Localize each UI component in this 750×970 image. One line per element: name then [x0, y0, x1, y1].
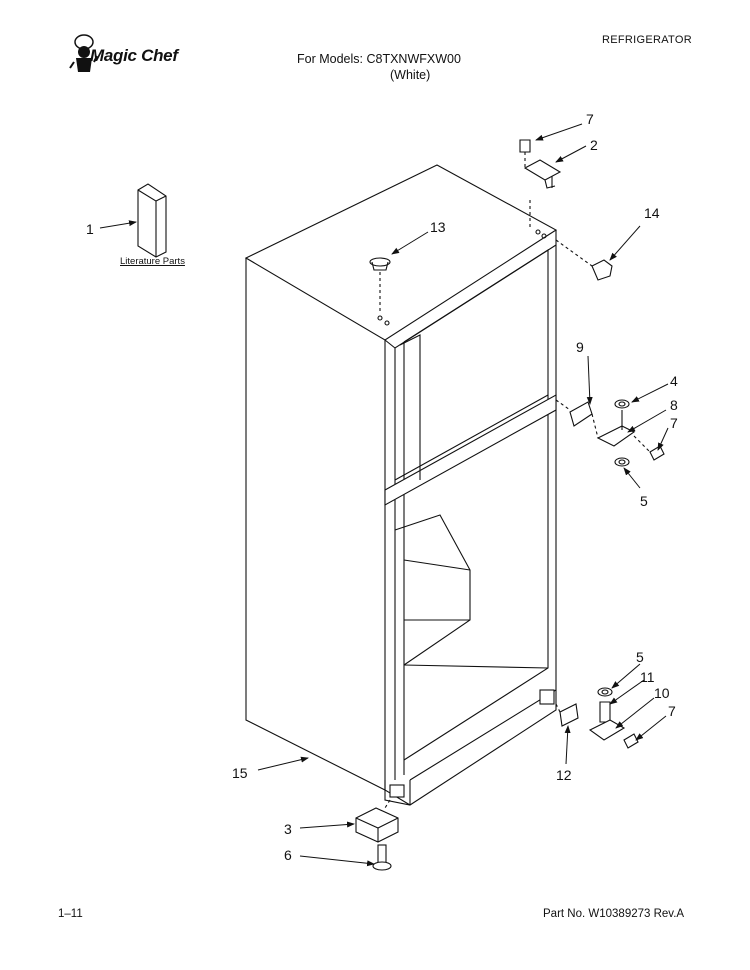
callout-leaders: [99, 123, 669, 867]
callout-2: 2: [590, 137, 598, 153]
callout-12: 12: [556, 767, 572, 783]
callout-13: 13: [430, 219, 446, 235]
callout-14: 14: [644, 205, 660, 221]
refrigerator-cabinet: [244, 164, 558, 806]
callout-5-middle: 5: [640, 493, 648, 509]
part-number: Part No. W10389273 Rev.A: [543, 908, 685, 920]
callout-11: 11: [640, 669, 655, 685]
leveling-leg: [355, 799, 399, 843]
page-number: 1–11: [58, 908, 83, 920]
hinge-cover: [555, 239, 613, 281]
callout-5-bottom: 5: [636, 649, 644, 665]
callout-7-top: 7: [586, 111, 594, 127]
top-hinge: [519, 139, 562, 228]
appliance-category: REFRIGERATOR: [602, 34, 692, 46]
bottom-hinge-assembly: [555, 687, 639, 749]
chef-mascot-icon: [69, 34, 98, 72]
leveling-foot: [372, 844, 392, 871]
callout-3: 3: [284, 821, 292, 837]
callout-7-bottom: 7: [668, 703, 676, 719]
center-hinge-assembly: [555, 399, 665, 467]
literature-parts-caption: Literature Parts: [120, 256, 185, 267]
callout-9: 9: [576, 339, 584, 355]
cabinet-plug: [369, 257, 391, 312]
callout-6: 6: [284, 847, 292, 863]
models-line: For Models: C8TXNWFXW00: [297, 52, 461, 66]
brand-name: Magic Chef: [90, 46, 178, 65]
color-line: (White): [390, 68, 431, 82]
callout-7-middle: 7: [670, 415, 678, 431]
callout-1: 1: [86, 221, 94, 237]
callout-10: 10: [654, 685, 670, 701]
literature-booklet: [137, 183, 167, 258]
callout-8: 8: [670, 397, 678, 413]
callout-4: 4: [670, 373, 678, 389]
brand-logo: Magic Chef: [68, 32, 218, 78]
callout-15: 15: [232, 765, 248, 781]
